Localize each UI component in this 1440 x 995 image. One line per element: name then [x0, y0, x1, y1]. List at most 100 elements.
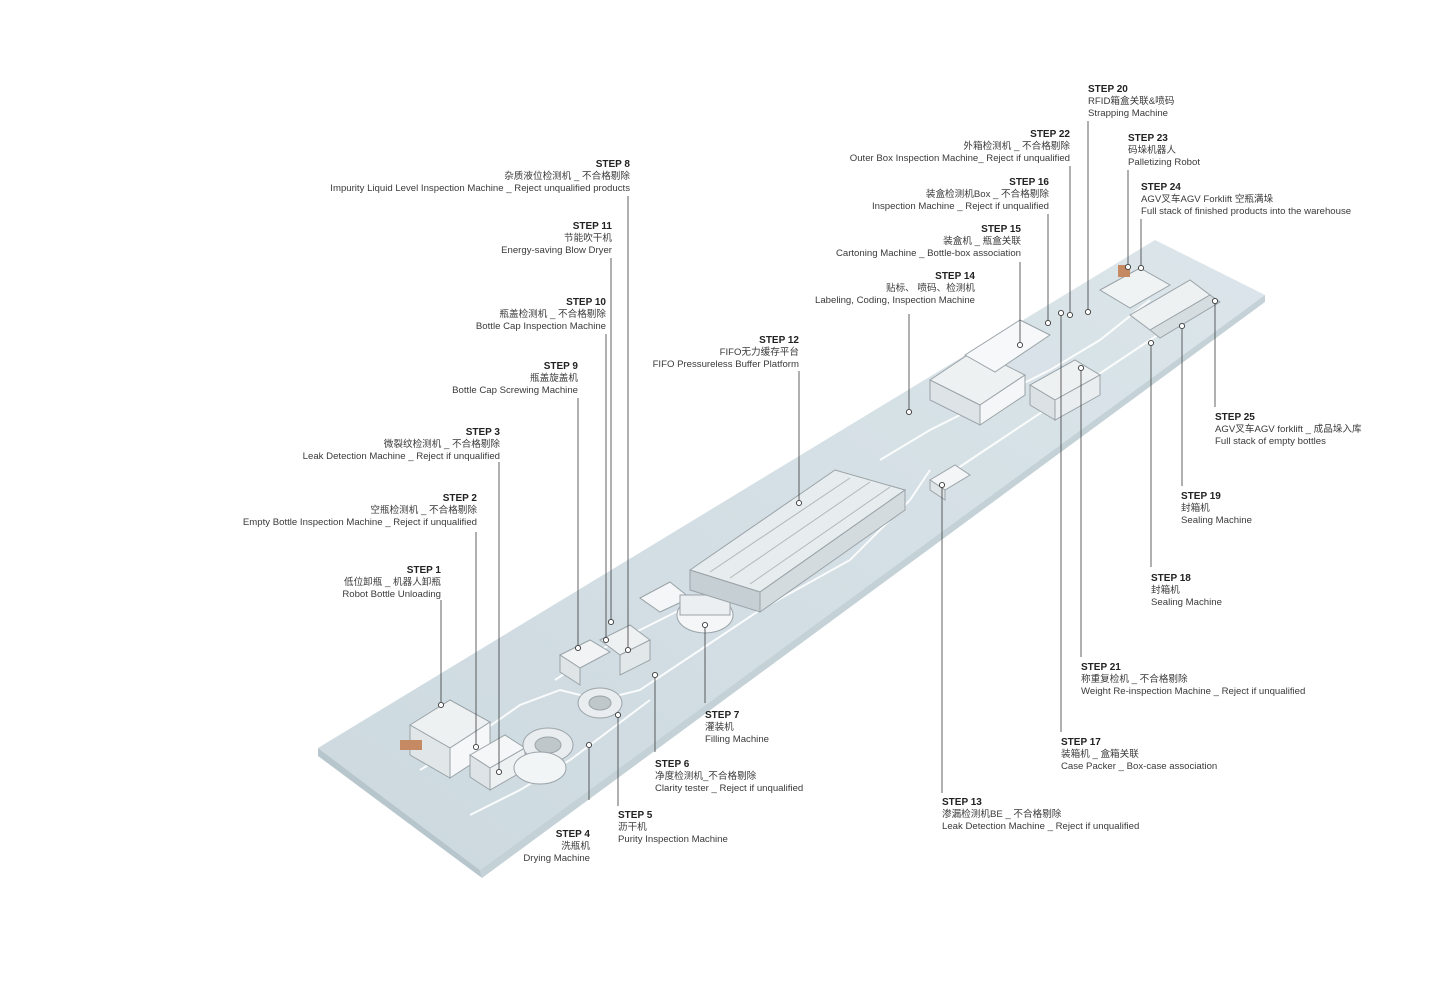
- step-21-label: STEP 21 称重复检机 _ 不合格剔除 Weight Re-inspecti…: [1081, 662, 1305, 697]
- step-4-label: STEP 4 洗瓶机 Drying Machine: [523, 829, 590, 864]
- step-3-zh: 微裂纹检测机 _ 不合格剔除: [383, 438, 500, 450]
- step-21-title: STEP 21: [1081, 662, 1121, 673]
- step-12-title: STEP 12: [759, 335, 799, 346]
- step-19-title: STEP 19: [1181, 491, 1221, 502]
- step-17-zh: 装箱机 _ 盒箱关联: [1061, 748, 1139, 760]
- step-10-zh: 瓶盖检测机 _ 不合格剔除: [499, 308, 606, 320]
- step-15-label: STEP 15 装盒机 _ 瓶盒关联 Cartoning Machine _ B…: [836, 224, 1021, 259]
- step-8-title: STEP 8: [595, 159, 630, 170]
- leader-dot-1: [437, 701, 445, 709]
- step-14-label: STEP 14 贴标、 喷码、检测机 Labeling, Coding, Ins…: [815, 271, 975, 306]
- step-7-en: Filling Machine: [705, 733, 769, 745]
- step-7-zh: 灌装机: [705, 721, 734, 733]
- leader-dot-12: [795, 499, 803, 507]
- step-20-title: STEP 20: [1088, 84, 1128, 95]
- step-2-zh: 空瓶检测机 _ 不合格剔除: [370, 504, 477, 516]
- step-25-label: STEP 25 AGV叉车AGV forklift _ 成品垛入库 Full s…: [1215, 412, 1362, 447]
- step-8-en: Impurity Liquid Level Inspection Machine…: [330, 182, 630, 194]
- step-8-label: STEP 8 杂质液位检测机 _ 不合格剔除 Impurity Liquid L…: [330, 159, 630, 194]
- step-11-zh: 节能吹干机: [564, 232, 612, 244]
- step-23-en: Palletizing Robot: [1128, 156, 1200, 168]
- leader-dot-18: [1147, 339, 1155, 347]
- leader-dot-3: [495, 768, 503, 776]
- step-1-title: STEP 1: [406, 565, 441, 576]
- leader-dot-20: [1084, 308, 1092, 316]
- empty-bottle-inspection-machine: [469, 734, 526, 791]
- step-13-label: STEP 13 渗漏检测机BE _ 不合格剔除 Leak Detection M…: [942, 797, 1139, 832]
- step-19-en: Sealing Machine: [1181, 514, 1252, 526]
- leader-lines: [437, 121, 1219, 806]
- step-11-title: STEP 11: [572, 221, 612, 232]
- step-9-label: STEP 9 瓶盖旋盖机 Bottle Cap Screwing Machine: [452, 361, 578, 396]
- leader-dot-5: [614, 711, 622, 719]
- fifo-buffer-platform: [688, 469, 907, 613]
- step-24-zh: AGV叉车AGV Forklift 空瓶满垛: [1141, 193, 1274, 205]
- step-18-zh: 封箱机: [1151, 584, 1180, 596]
- step-14-en: Labeling, Coding, Inspection Machine: [814, 294, 975, 306]
- step-25-zh: AGV叉车AGV forklift _ 成品垛入库: [1215, 423, 1362, 435]
- step-16-zh: 装盒检测机Box _ 不合格剔除: [925, 188, 1049, 200]
- leader-dot-13: [938, 481, 946, 489]
- step-20-label: STEP 20 RFID箱盒关联&喷码 Strapping Machine: [1088, 84, 1174, 119]
- step-6-title: STEP 6: [655, 759, 690, 770]
- step-24-en: Full stack of finished products into the…: [1141, 205, 1352, 217]
- step-15-zh: 装盒机 _ 瓶盒关联: [943, 235, 1021, 247]
- step-24-title: STEP 24: [1141, 182, 1181, 193]
- step-11-label: STEP 11 节能吹干机 Energy-saving Blow Dryer: [501, 221, 612, 256]
- step-23-title: STEP 23: [1128, 133, 1168, 144]
- step-22-label: STEP 22 外箱检测机 _ 不合格剔除 Outer Box Inspecti…: [850, 129, 1070, 164]
- step-9-en: Bottle Cap Screwing Machine: [452, 384, 578, 396]
- step-12-label: STEP 12 FIFO无力缓存平台 FIFO Pressureless Buf…: [653, 335, 799, 370]
- step-4-title: STEP 4: [555, 829, 590, 840]
- step-14-title: STEP 14: [935, 271, 975, 282]
- leader-dot-22: [1066, 311, 1074, 319]
- step-7-label: STEP 7 灌装机 Filling Machine: [705, 710, 769, 745]
- step-16-label: STEP 16 装盒检测机Box _ 不合格剔除 Inspection Mach…: [872, 177, 1049, 212]
- step-9-zh: 瓶盖旋盖机: [530, 372, 578, 384]
- palletizing-area: [1098, 265, 1221, 339]
- step-15-en: Cartoning Machine _ Bottle-box associati…: [835, 247, 1021, 259]
- step-16-en: Inspection Machine _ Reject if unqualifi…: [871, 200, 1049, 212]
- step-11-en: Energy-saving Blow Dryer: [501, 244, 612, 256]
- step-21-zh: 称重复检机 _ 不合格剔除: [1081, 673, 1188, 685]
- step-19-label: STEP 19 封箱机 Sealing Machine: [1181, 491, 1252, 526]
- leader-dot-25: [1211, 297, 1219, 305]
- step-1-label: STEP 1 低位卸瓶 _ 机器人卸瓶 Robot Bottle Unloadi…: [342, 565, 441, 600]
- step-9-title: STEP 9: [543, 361, 578, 372]
- step-6-label: STEP 6 净度检测机_不合格剔除 Clarity tester _ Reje…: [655, 759, 803, 794]
- step-1-en: Robot Bottle Unloading: [342, 588, 441, 600]
- step-6-en: Clarity tester _ Reject if unqualified: [655, 782, 804, 794]
- labeling-cartoning-machines: [929, 319, 1051, 426]
- step-18-en: Sealing Machine: [1151, 596, 1222, 608]
- leader-dot-6: [651, 671, 659, 679]
- step-21-en: Weight Re-inspection Machine _ Reject if…: [1081, 685, 1306, 697]
- step-3-label: STEP 3 微裂纹检测机 _ 不合格剔除 Leak Detection Mac…: [303, 427, 500, 462]
- step-23-label: STEP 23 码垛机器人 Palletizing Robot: [1128, 133, 1200, 168]
- step-19-zh: 封箱机: [1181, 502, 1210, 514]
- leader-dot-24: [1137, 264, 1145, 272]
- step-4-en: Drying Machine: [523, 852, 590, 864]
- step-14-zh: 贴标、 喷码、检测机: [885, 282, 975, 294]
- leader-dot-21: [1077, 364, 1085, 372]
- leader-dot-17: [1057, 309, 1065, 317]
- step-18-label: STEP 18 封箱机 Sealing Machine: [1151, 573, 1222, 608]
- step-22-title: STEP 22: [1030, 129, 1070, 140]
- unloading-robot-machine: [400, 699, 491, 779]
- step-25-title: STEP 25: [1215, 412, 1255, 423]
- step-12-zh: FIFO无力缓存平台: [719, 346, 799, 358]
- step-23-zh: 码垛机器人: [1128, 144, 1176, 156]
- step-12-en: FIFO Pressureless Buffer Platform: [652, 358, 799, 370]
- leader-dot-8: [624, 646, 632, 654]
- step-2-en: Empty Bottle Inspection Machine _ Reject…: [242, 516, 477, 528]
- step-15-title: STEP 15: [981, 224, 1021, 235]
- leader-dot-2: [472, 743, 480, 751]
- bottle-cap-machines: [558, 581, 691, 686]
- step-3-title: STEP 3: [465, 427, 500, 438]
- leader-dot-7: [701, 621, 709, 629]
- step-5-label: STEP 5 沥干机 Purity Inspection Machine: [618, 810, 728, 845]
- leader-dot-23: [1124, 263, 1132, 271]
- step-7-title: STEP 7: [705, 710, 740, 721]
- step-24-label: STEP 24 AGV叉车AGV Forklift 空瓶满垛 Full stac…: [1141, 182, 1351, 217]
- step-20-zh: RFID箱盒关联&喷码: [1088, 95, 1175, 107]
